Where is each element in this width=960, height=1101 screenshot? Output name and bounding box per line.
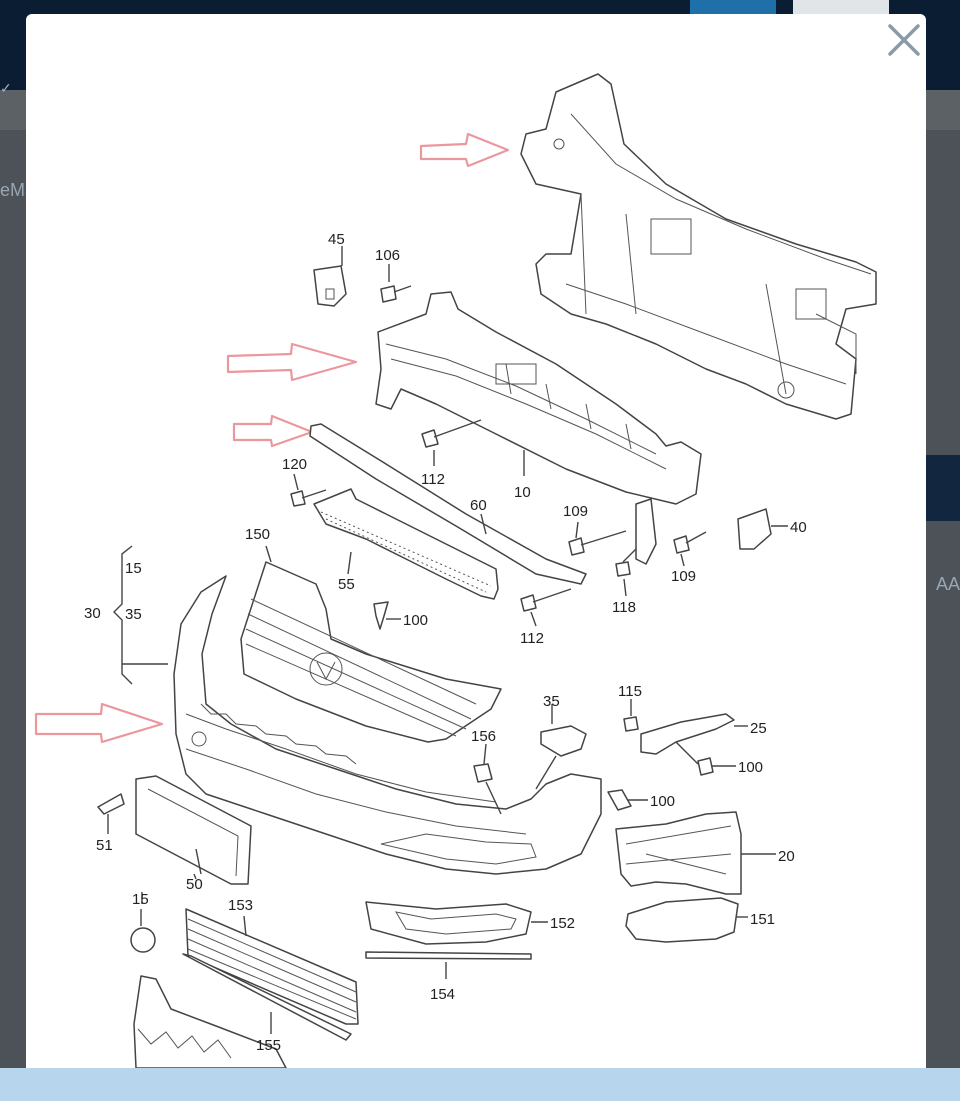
part-100-bolt-a	[373, 601, 389, 630]
label-156: 156	[471, 728, 496, 745]
image-lightbox-modal: 45 106 112 10 120 60 109 40 150 55 109 1…	[26, 14, 926, 1068]
part-150-radiator-grille	[240, 561, 502, 743]
label-115: 115	[618, 683, 642, 700]
label-51: 51	[96, 837, 113, 854]
bumper-cover-part	[173, 575, 602, 875]
part-120-bolt	[290, 490, 306, 507]
part-153-lower-grille	[185, 908, 359, 1025]
part-155-trim	[182, 953, 352, 1041]
background-bottom-bar	[0, 1068, 960, 1101]
label-45: 45	[328, 231, 345, 248]
lock-carrier-part	[520, 73, 877, 420]
close-button[interactable]	[882, 18, 926, 62]
label-100-lower: 100	[650, 793, 675, 810]
label-106: 106	[375, 247, 400, 264]
label-15-lower: 15	[132, 891, 149, 908]
part-106-bolt	[380, 285, 397, 303]
part-151-fog-lamp	[625, 897, 739, 943]
label-154: 154	[430, 986, 455, 1003]
impact-bar-part	[375, 291, 702, 505]
label-118: 118	[612, 599, 636, 616]
part-118-clip	[615, 561, 631, 577]
side-bracket-part	[635, 498, 657, 565]
red-arrow-annotation-4	[34, 702, 164, 744]
label-50: 50	[186, 876, 203, 893]
lower-spoiler-part	[133, 975, 287, 1068]
part-45-clip	[313, 265, 347, 307]
part-51-bolt	[97, 793, 125, 815]
label-35-left: 35	[125, 606, 142, 623]
label-25: 25	[750, 720, 767, 737]
label-100-center: 100	[403, 612, 428, 629]
label-109-top: 109	[563, 503, 588, 520]
background-right-panel	[926, 455, 960, 521]
part-40-guide	[737, 508, 772, 550]
label-55: 55	[338, 576, 355, 593]
part-55-upper-grille	[313, 488, 499, 600]
label-120: 120	[282, 456, 307, 473]
label-30: 30	[84, 605, 101, 622]
part-35-bracket	[540, 725, 587, 757]
part-15-cap	[130, 927, 156, 953]
label-112-lower: 112	[520, 630, 544, 647]
part-109-bolt-b	[673, 535, 690, 554]
label-150: 150	[245, 526, 270, 543]
parts-diagram: 45 106 112 10 120 60 109 40 150 55 109 1…	[34, 73, 877, 1068]
label-112: 112	[421, 471, 445, 488]
part-100-bolt-b	[697, 757, 714, 776]
part-115-clip	[623, 716, 639, 732]
part-20-mounting-bracket	[615, 811, 776, 895]
label-60: 60	[470, 497, 487, 514]
label-155: 155	[256, 1037, 281, 1054]
part-25-guide	[640, 713, 735, 755]
red-arrow-annotation-2	[226, 342, 358, 382]
part-112-bolt-a	[421, 429, 439, 448]
label-35-right: 35	[543, 693, 560, 710]
part-100-bolt-c	[607, 789, 632, 811]
part-152-fog-trim	[365, 901, 532, 945]
background-chevron-icon: ✓	[0, 80, 12, 96]
part-109-bolt-a	[568, 537, 585, 556]
part-154-trim	[365, 951, 532, 960]
part-112-bolt-b	[520, 594, 537, 612]
part-50-plate-holder	[135, 775, 252, 885]
label-151: 151	[750, 911, 775, 928]
label-15-upper: 15	[125, 560, 142, 577]
label-40: 40	[790, 519, 807, 536]
part-156-cap	[473, 763, 493, 783]
label-109-bottom: 109	[671, 568, 696, 585]
label-100-right: 100	[738, 759, 763, 776]
label-152: 152	[550, 915, 575, 932]
background-right-text: AA	[935, 574, 960, 594]
close-icon	[888, 24, 920, 56]
bracket-30	[113, 545, 133, 685]
label-20: 20	[778, 848, 795, 865]
part-60-strip	[309, 423, 587, 585]
red-arrow-annotation-1	[419, 132, 510, 168]
label-10: 10	[514, 484, 531, 501]
label-153: 153	[228, 897, 253, 914]
red-arrow-annotation-3	[232, 414, 314, 448]
